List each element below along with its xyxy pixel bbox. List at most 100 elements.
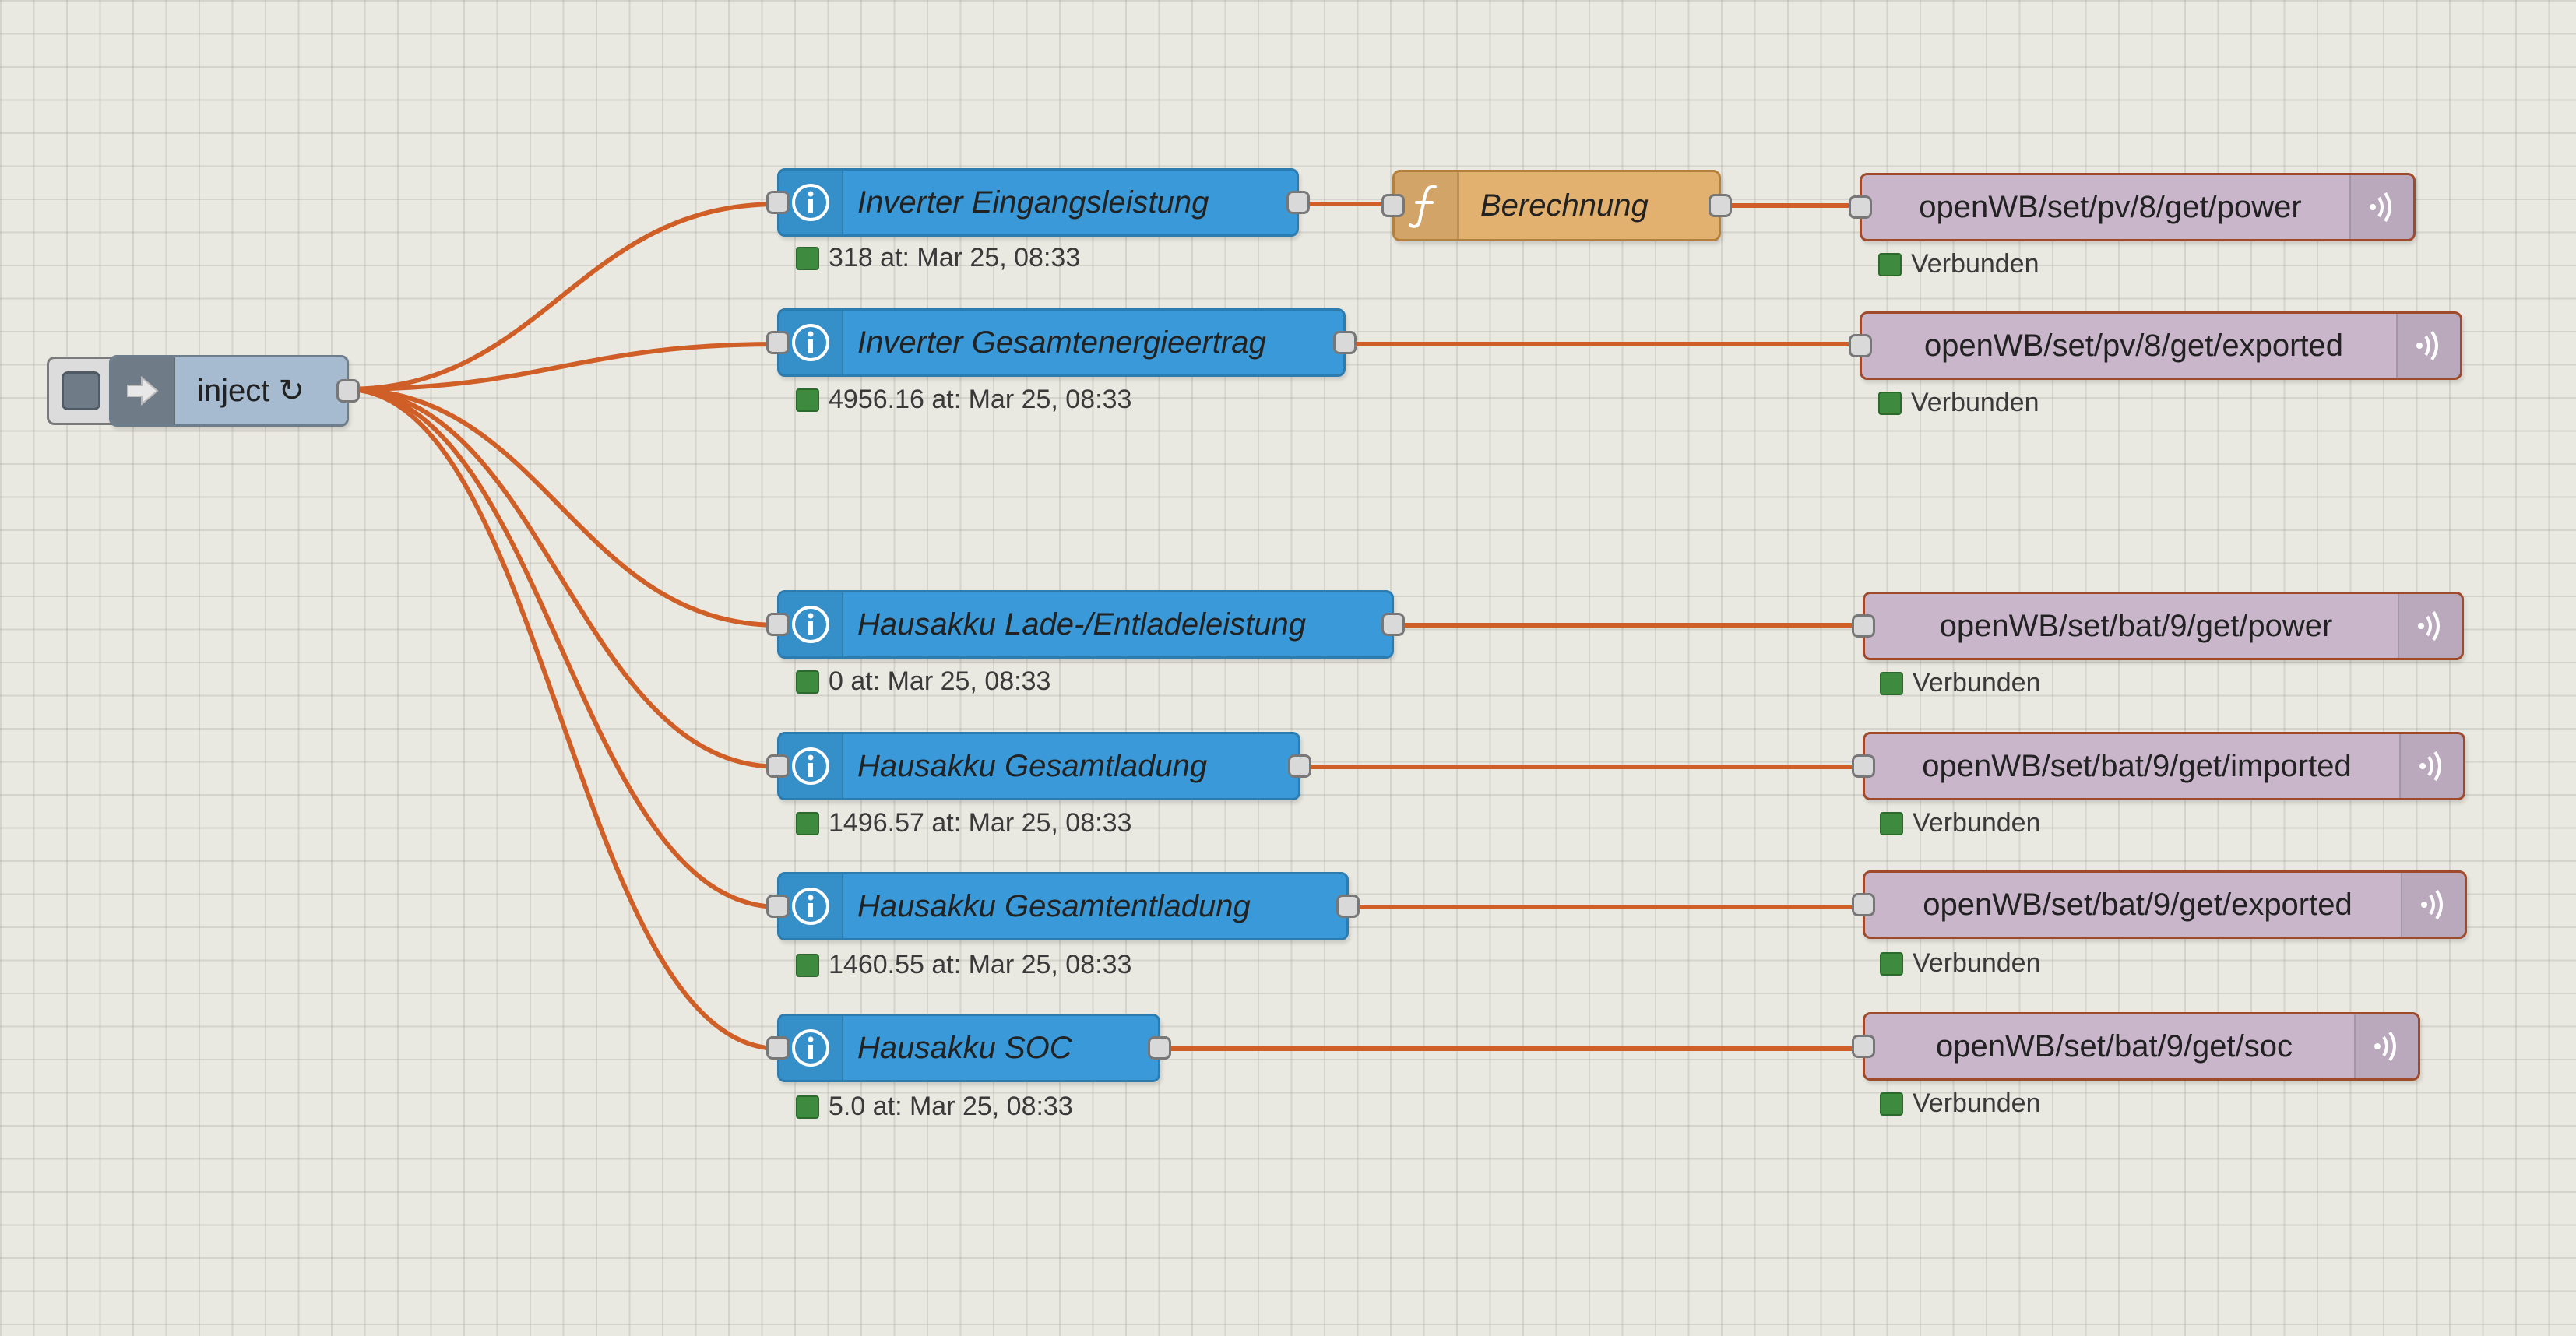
status-dot-icon [796,811,819,835]
debug-node-inverter-eingangsleistung[interactable]: Inverter Eingangsleistung [766,168,1310,237]
info-icon [779,311,843,374]
output-port[interactable] [1336,895,1360,918]
debug-status-text: 4956.16 at: Mar 25, 08:33 [829,385,1132,414]
mqtt-node-status: Verbunden [1878,249,2039,280]
inject-node[interactable]: inject ↻ [109,355,360,427]
output-port[interactable] [1333,331,1357,354]
mqtt-out-node-bat-power[interactable]: openWB/set/bat/9/get/power [1852,592,2464,660]
debug-status-text: 318 at: Mar 25, 08:33 [829,243,1081,272]
inject-button-icon [62,371,100,410]
wire-inject-to-eingangsleistung[interactable] [344,202,781,392]
input-port[interactable] [1849,195,1872,219]
status-dot-icon [796,953,819,977]
debug-node-hausakku-gesamtladung[interactable]: Hausakku Gesamtladung [766,732,1311,800]
status-dot-icon [1880,671,1903,695]
debug-node-label: Hausakku Gesamtentladung [857,888,1251,923]
mqtt-status-text: Verbunden [1911,388,2039,417]
debug-node-inverter-gesamtenergieertrag[interactable]: Inverter Gesamtenergieertrag [766,308,1357,377]
debug-node-label: Inverter Eingangsleistung [857,185,1209,220]
inject-node-label: inject ↻ [197,374,305,408]
mqtt-node-label: openWB/set/bat/9/get/soc [1935,1028,2293,1064]
debug-node-hausakku-gesamtentladung[interactable]: Hausakku Gesamtentladung [766,872,1360,940]
debug-node-hausakku-lade-entladeleistung[interactable]: Hausakku Lade-/Entladeleistung [766,590,1405,659]
mqtt-out-node-pv-power[interactable]: openWB/set/pv/8/get/power [1849,173,2416,241]
wire-inject-to-gesamtenergieertrag[interactable] [344,342,781,392]
input-port[interactable] [766,331,790,354]
input-port[interactable] [766,191,790,214]
output-port[interactable] [1286,191,1310,214]
input-port[interactable] [766,895,790,918]
mqtt-out-node-bat-exported[interactable]: openWB/set/bat/9/get/exported [1852,870,2467,939]
debug-node-status: 1496.57 at: Mar 25, 08:33 [796,808,1131,839]
input-port[interactable] [1852,893,1875,916]
mqtt-status-text: Verbunden [1913,668,2041,698]
input-port[interactable] [1381,194,1405,217]
mqtt-node-status: Verbunden [1880,1088,2041,1119]
status-dot-icon [1880,811,1903,835]
mqtt-out-node-pv-exported[interactable]: openWB/set/pv/8/get/exported [1849,311,2462,380]
debug-status-text: 5.0 at: Mar 25, 08:33 [829,1092,1073,1121]
mqtt-status-text: Verbunden [1913,948,2041,978]
mqtt-status-text: Verbunden [1913,1088,2041,1118]
mqtt-node-status: Verbunden [1880,808,2041,839]
debug-node-label: Hausakku SOC [857,1030,1072,1065]
wire-inject-to-lade-entladeleistung[interactable] [344,387,781,628]
debug-node-status: 5.0 at: Mar 25, 08:33 [796,1092,1073,1122]
output-port[interactable] [1148,1036,1171,1060]
wire-inject-to-gesamtentladung[interactable] [344,387,781,909]
debug-node-status: 1460.55 at: Mar 25, 08:33 [796,950,1131,980]
info-icon [779,1016,843,1080]
function-icon [1395,172,1459,239]
inject-trigger-button[interactable] [47,357,115,425]
status-dot-icon [1878,391,1902,415]
debug-node-hausakku-soc[interactable]: Hausakku SOC [766,1014,1171,1082]
status-dot-icon [1880,1092,1903,1116]
info-icon [779,171,843,234]
status-dot-icon [796,388,819,412]
mqtt-node-status: Verbunden [1880,948,2041,979]
input-port[interactable] [766,613,790,636]
info-icon [779,592,843,656]
mqtt-status-text: Verbunden [1913,808,2041,838]
mqtt-node-label: openWB/set/bat/9/get/power [1939,608,2333,643]
output-port[interactable] [1381,613,1405,636]
debug-node-status: 0 at: Mar 25, 08:33 [796,666,1050,697]
mqtt-node-status: Verbunden [1880,668,2041,698]
debug-status-text: 1496.57 at: Mar 25, 08:33 [829,808,1132,838]
debug-node-label: Inverter Gesamtenergieertrag [857,325,1266,360]
debug-node-status: 318 at: Mar 25, 08:33 [796,243,1080,273]
input-port[interactable] [1852,614,1875,638]
status-dot-icon [796,246,819,270]
mqtt-node-status: Verbunden [1878,388,2039,418]
input-port[interactable] [1849,334,1872,357]
wire-inject-to-soc[interactable] [344,387,781,1051]
mqtt-node-label: openWB/set/bat/9/get/exported [1923,887,2353,922]
mqtt-out-node-bat-soc[interactable]: openWB/set/bat/9/get/soc [1852,1012,2420,1081]
arrow-in-icon [111,357,175,424]
mqtt-icon [2396,314,2460,378]
wire-inject-to-gesamtladung[interactable] [344,387,781,769]
info-icon [779,734,843,798]
output-port[interactable] [1288,754,1311,778]
mqtt-node-label: openWB/set/bat/9/get/imported [1922,748,2352,783]
status-dot-icon [796,670,819,694]
mqtt-status-text: Verbunden [1911,249,2039,279]
input-port[interactable] [1852,754,1875,778]
function-node-berechnung[interactable]: Berechnung [1381,170,1732,241]
mqtt-icon [2354,1014,2418,1078]
mqtt-node-label: openWB/set/pv/8/get/power [1919,189,2302,224]
input-port[interactable] [766,754,790,778]
mqtt-icon [2398,594,2462,658]
mqtt-out-node-bat-imported[interactable]: openWB/set/bat/9/get/imported [1852,732,2465,800]
status-dot-icon [796,1095,819,1119]
input-port[interactable] [1852,1035,1875,1058]
debug-status-text: 0 at: Mar 25, 08:33 [829,666,1051,696]
output-port[interactable] [1709,194,1732,217]
debug-node-label: Hausakku Gesamtladung [857,748,1208,783]
input-port[interactable] [766,1036,790,1060]
inject-output-port[interactable] [336,379,360,403]
function-node-label: Berechnung [1480,188,1649,223]
info-icon [779,874,843,938]
